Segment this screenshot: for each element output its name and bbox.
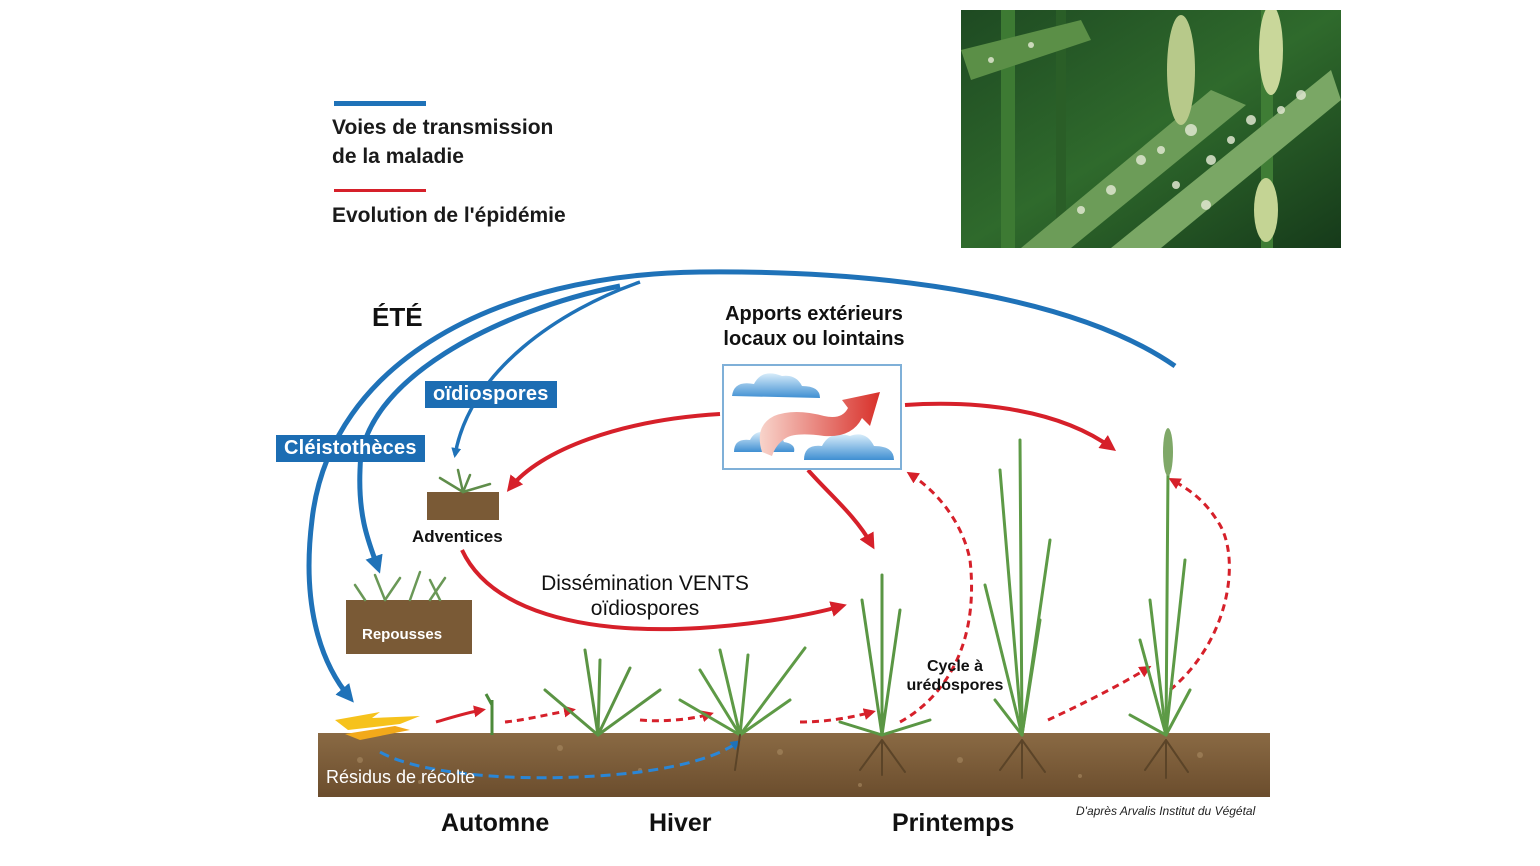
summer-label: ÉTÉ [372,302,423,332]
volunteers-soil-block [346,600,472,654]
epidemic-arrow-down [806,468,875,550]
residues-label: Résidus de récolte [326,767,476,787]
external-sources-box [722,364,902,470]
season-autumn: Automne [441,809,550,837]
wind-arrow-icon [759,392,880,456]
transmission-arc-big [306,269,1177,703]
plant-tillering-icon [678,646,807,771]
epidemic-dashed-spring-1 [1047,665,1152,722]
plant-young-icon [543,648,662,737]
epidemic-dashed-winter-1 [639,710,714,723]
transmission-arc-adventices [451,280,641,458]
legend-transmission-line-2: de la maladie [332,145,464,168]
season-winter: Hiver [649,809,712,837]
transmission-residues-dashed [379,740,741,780]
external-sources-line-2: locaux ou lointains [723,328,905,350]
wheat-ear-icon [1163,428,1173,476]
epidemic-arrow-to-adventices [506,412,721,492]
external-sources-line-1: Apports extérieurs [725,303,903,325]
wind-dissemination-label: Dissémination VENTS oïdiospores [520,571,770,621]
legend-epidemic-line [334,189,426,192]
wheat-leaf-photo [961,10,1341,248]
legend-epidemic-label: Evolution de l'épidémie [332,204,566,227]
uredospore-cycle-line-2: urédospores [906,677,1004,694]
wind-dissemination-line-1: Dissémination VENTS [541,572,749,595]
source-credit: D'après Arvalis Institut du Végétal [1076,804,1256,818]
residue-straw-icon [335,712,420,740]
epidemic-dashed-autumn-2 [504,705,576,724]
wind-dissemination-line-2: oïdiospores [590,597,700,620]
oidiospores-badge: oïdiospores [425,381,557,408]
epidemic-arrow-wind [460,549,847,632]
wheat-leaf-photo-drawing [961,10,1341,248]
epidemic-arrow-to-spring [904,401,1117,451]
epidemic-dashed-winter-2 [799,708,876,724]
legend-transmission-label: Voies de transmission de la maladie [332,113,553,171]
plant-heading-icon [1128,468,1192,779]
plant-elongation-icon [838,573,932,776]
plant-seedling-icon [484,693,494,735]
volunteers-plant-icon [353,570,447,602]
weeds-soil-block [427,492,499,520]
transmission-arc-repousses [357,283,621,574]
uredospore-cycle-line-1: Cycle à [926,658,984,675]
soil-strip [318,733,1270,797]
uredospore-cycle-label: Cycle à urédospores [890,657,1020,695]
weeds-label: Adventices [412,527,503,546]
volunteers-label: Repousses [362,626,443,643]
legend-transmission-line-1: Voies de transmission [332,116,554,139]
weeds-plant-icon [438,468,492,494]
epidemic-dashed-autumn-1 [435,705,486,724]
cleistotheces-badge: Cléistothèces [276,435,425,462]
epidemic-dashed-spring-up [1168,478,1231,692]
legend-transmission-line [334,101,426,106]
plant-tall-icon [983,438,1052,779]
cloud-box-drawing [732,373,894,460]
external-sources-label: Apports extérieurs locaux ou lointains [700,302,928,352]
epidemic-dashed-cycle-up [899,471,973,724]
season-spring: Printemps [892,809,1015,837]
